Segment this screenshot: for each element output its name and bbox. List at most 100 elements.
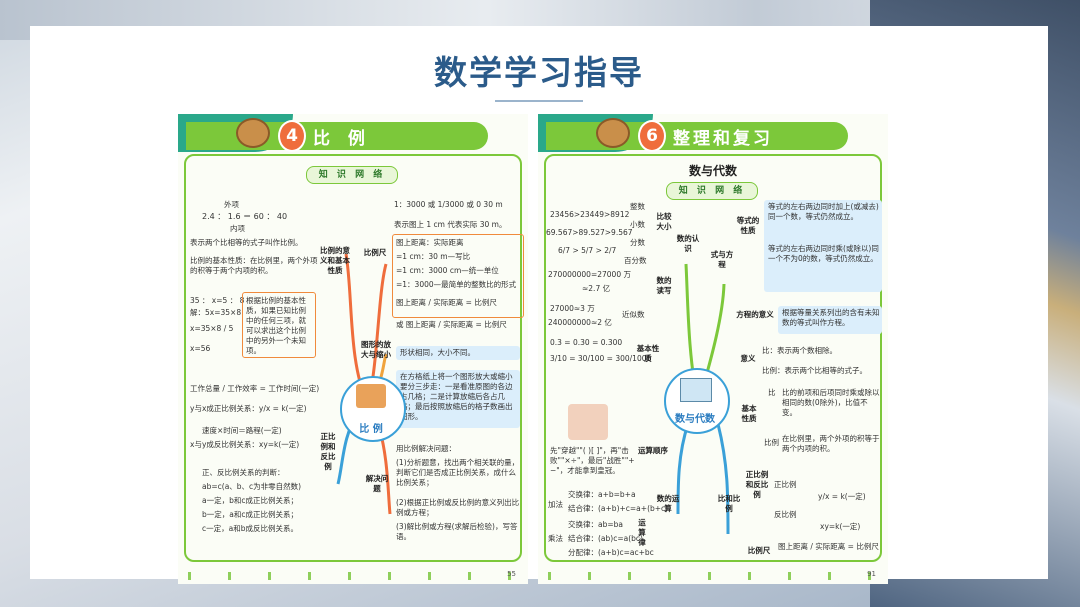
nr-fraction: 分数 bbox=[630, 238, 645, 248]
eq-prop1: 等式的左右两边同时加上(或减去)同一个数，等式仍然成立。 bbox=[768, 202, 880, 222]
center-label-left: 比 例 bbox=[341, 420, 401, 435]
title-divider bbox=[495, 100, 583, 102]
direct-l4: x与y成反比例关系：xy=k(一定) bbox=[190, 440, 330, 450]
center-label-right: 数与代数 bbox=[665, 410, 725, 425]
ra-bi-text: 比的前项和后项同时乘或除以相同的数(0除外)，比值不变。 bbox=[782, 388, 882, 418]
right-page: 6 整理和复习 数与代数 知 识 网 络 23456>23449>8912 69… bbox=[538, 114, 888, 584]
direct-l1: 工作总量 / 工作效率 = 工作时间(一定) bbox=[190, 384, 330, 394]
page-number-left: 55 bbox=[507, 570, 516, 578]
scale-l8: 或 图上距离 / 实际距离 = 比例尺 bbox=[396, 320, 507, 330]
branch-meaning: 比例的意义和基本性质 bbox=[318, 246, 352, 276]
left-page: 4 比 例 知 识 网 络 外项 2.4 ： 1.6 ＝ 60 ： 40 内项 … bbox=[178, 114, 528, 584]
page-number-right: 91 bbox=[867, 570, 876, 578]
direct-l2: y与x成正比例关系：y/x = k(一定) bbox=[190, 404, 330, 414]
direct-l8: b一定，a和c成正比例关系； bbox=[202, 510, 298, 520]
nr-branch: 数的认识 bbox=[676, 234, 700, 254]
outer-label: 外项 bbox=[224, 200, 239, 210]
ra-inverse-text: xy=k(一定) bbox=[820, 522, 860, 532]
ratio-definition: 表示两个比相等的式子叫作比例。 bbox=[190, 238, 330, 248]
scale-l7: 图上距离 / 实际距离 = 比例尺 bbox=[396, 298, 497, 308]
ra-bili-text: 在比例里，两个外项的积等于两个内项的积。 bbox=[782, 434, 882, 454]
castle-icon bbox=[568, 404, 608, 440]
solve-l3: x=35×8 / 5 bbox=[190, 324, 233, 334]
ra-m1: 比：表示两个数相除。 bbox=[762, 346, 882, 356]
op-add1: 交换律：a+b=b+a bbox=[568, 490, 636, 500]
scale-l5: =1 cm：3000 cm—统一单位 bbox=[396, 266, 499, 276]
ra-scale-text: 图上距离 / 实际距离 = 比例尺 bbox=[778, 542, 879, 552]
op-order-text: 先"穿越""( )[ ]"，再"击败""×÷"，最后"战胜""+−"，才能拿到皇… bbox=[550, 446, 640, 476]
solve-l4: x=56 bbox=[190, 344, 210, 354]
direct-l7: a一定，b和c成正比例关系； bbox=[202, 496, 298, 506]
ra-branch: 比和比例 bbox=[716, 494, 742, 514]
solve-note: 根据比例的基本性质，如果已知比例中的任何三项，就可以求出这个比例中的另外一个未知… bbox=[246, 296, 312, 356]
nr-ex8: 0.3 = 0.30 = 0.300 bbox=[550, 338, 622, 348]
branch-scale: 比例尺 bbox=[358, 248, 392, 258]
nr-decimal: 小数 bbox=[630, 220, 645, 230]
eq-meaning: 方程的意义 bbox=[734, 310, 776, 320]
ra-basic: 基本性质 bbox=[738, 404, 760, 424]
op-add2: 结合律：(a+b)+c=a+(b+c) bbox=[568, 504, 668, 514]
building-icon bbox=[680, 378, 712, 402]
nr-ex4: 270000000=27000 万 bbox=[548, 270, 631, 280]
ratio-property: 比例的基本性质：在比例里，两个外项的积等于两个内项的积。 bbox=[190, 256, 318, 276]
nr-integer: 整数 bbox=[630, 202, 645, 212]
direct-l6: ab=c(a、b、c为非零自然数) bbox=[202, 482, 301, 492]
nr-rw: 数的读写 bbox=[654, 276, 674, 296]
nr-property: 基本性质 bbox=[636, 344, 660, 364]
op-order: 运算顺序 bbox=[636, 446, 670, 456]
scale-l6: =1：3000—最简单的整数比的形式 bbox=[396, 280, 520, 290]
op-mul1: 交换律：ab=ba bbox=[568, 520, 623, 530]
ratio-expr: 2.4 ： 1.6 ＝ 60 ： 40 bbox=[202, 212, 287, 222]
branch-solve: 解决问题 bbox=[364, 474, 390, 494]
branch-enlarge: 图形的放大与缩小 bbox=[360, 340, 392, 360]
inner-label: 内项 bbox=[230, 224, 245, 234]
solve-l2: 解：5x=35×8 bbox=[190, 308, 241, 318]
nr-approx: 近似数 bbox=[622, 310, 645, 320]
enlarge-text2: 在方格纸上将一个图形放大或缩小要分三步走：一是看准原图的各边占几格；二是计算放缩… bbox=[400, 372, 518, 422]
ra-scale: 比例尺 bbox=[746, 546, 772, 556]
op-mul: 乘法 bbox=[548, 534, 563, 544]
nr-ex3: 6/7 > 5/7 > 2/7 bbox=[558, 246, 616, 256]
grass-decoration bbox=[548, 572, 878, 580]
eq-prop2: 等式的左右两边同时乘(或除以)同一个不为0的数，等式仍然成立。 bbox=[768, 244, 880, 264]
nr-percent: 百分数 bbox=[624, 256, 647, 266]
ra-direct-inverse: 正比例和反比例 bbox=[744, 470, 770, 500]
ra-meaning: 意义 bbox=[738, 354, 758, 364]
eq-meaning-text: 根据等量关系列出的含有未知数的等式叫作方程。 bbox=[782, 308, 882, 328]
ra-inverse: 反比例 bbox=[774, 510, 797, 520]
scale-l1: 1：3000 或 1/3000 或 0 30 m bbox=[394, 200, 524, 210]
direct-l3: 速度×时间＝路程(一定) bbox=[202, 426, 332, 436]
slide-card: 数学学习指导 4 比 例 知 识 网 络 外项 2.4 ： 1.6 ＝ 60 ：… bbox=[30, 26, 1048, 579]
ra-direct-text: y/x = k(一定) bbox=[818, 492, 866, 502]
op-add: 加法 bbox=[548, 500, 563, 510]
solve-text-l2: (1)分析题意，找出两个相关联的量，判断它们是否成正比例关系，成什么比例关系； bbox=[396, 458, 520, 488]
ra-m2: 比例：表示两个比相等的式子。 bbox=[762, 366, 882, 376]
solve-l1: 35 ： x=5 ： 8 bbox=[190, 296, 244, 306]
nr-ex6: 27000≈3 万 bbox=[550, 304, 595, 314]
solve-text-l1: 用比例解决问题： bbox=[396, 444, 520, 454]
direct-l9: c一定，a和b成反比例关系。 bbox=[202, 524, 298, 534]
enlarge-text1: 形状相同，大小不同。 bbox=[400, 348, 475, 358]
op-mul2: 结合律：(ab)c=a(bc) bbox=[568, 534, 643, 544]
op-mul3: 分配律：(a+b)c=ac+bc bbox=[568, 548, 654, 558]
ra-bi: 比 bbox=[768, 388, 776, 398]
ra-direct: 正比例 bbox=[774, 480, 797, 490]
scale-l2: 表示图上 1 cm 代表实际 30 m。 bbox=[394, 220, 524, 230]
nr-ex1: 23456>23449>8912 bbox=[550, 210, 629, 220]
eq-branch: 式与方程 bbox=[710, 250, 734, 270]
slide-title: 数学学习指导 bbox=[30, 46, 1048, 94]
nr-ex2: 69.567>89.527>9.567 bbox=[546, 228, 633, 238]
scale-l4: =1 cm：30 m—写比 bbox=[396, 252, 470, 262]
solve-text-l4: (3)解比例或方程(求解后检验)，写答语。 bbox=[396, 522, 520, 542]
branch-direct-inverse: 正比例和反比例 bbox=[318, 432, 338, 472]
scale-l3: 图上距离：实际距离 bbox=[396, 238, 464, 248]
eq-prop: 等式的性质 bbox=[734, 216, 762, 236]
solve-text-l3: (2)根据正比例或反比例的意义列出比例或方程； bbox=[396, 498, 520, 518]
nr-compare: 比较大小 bbox=[654, 212, 674, 232]
nr-ex5: ≈2.7 亿 bbox=[582, 284, 610, 294]
ra-bili: 比例 bbox=[764, 438, 779, 448]
direct-l5: 正、反比例关系的判断： bbox=[202, 468, 285, 478]
nr-ex7: 240000000≈2 亿 bbox=[548, 318, 612, 328]
house-icon bbox=[356, 384, 386, 408]
grass-decoration bbox=[188, 572, 518, 580]
